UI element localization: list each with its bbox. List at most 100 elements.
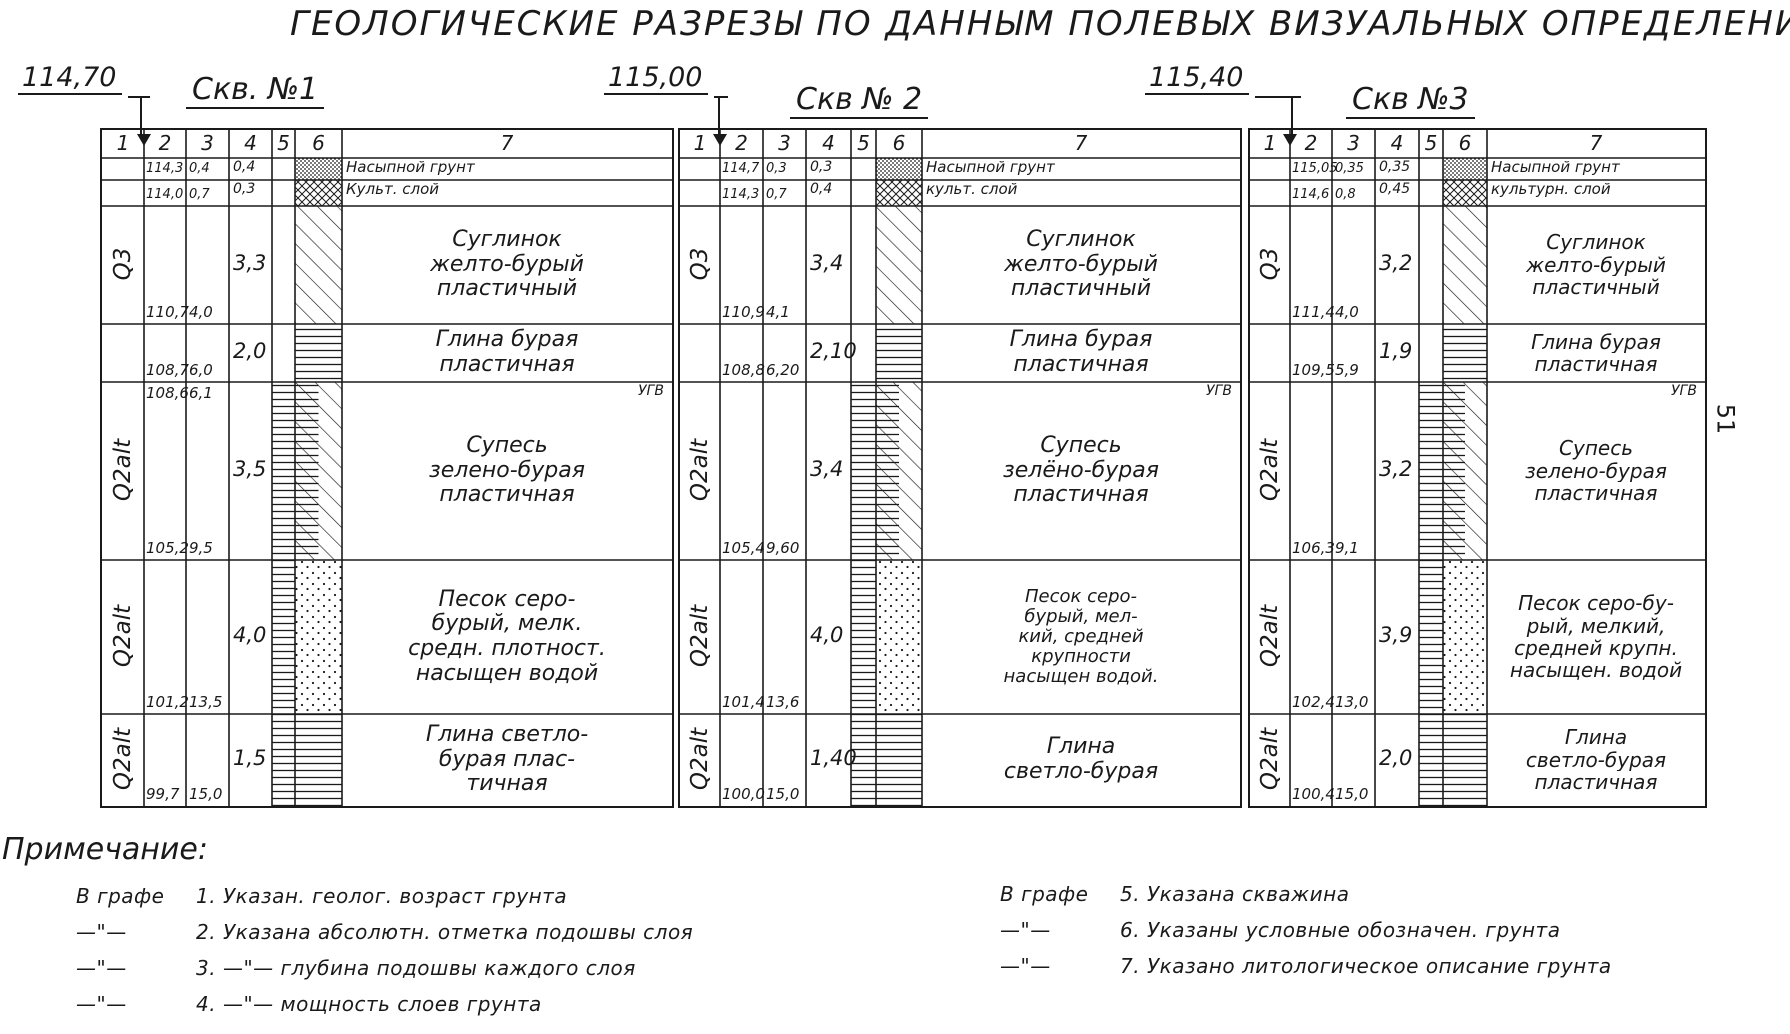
water-level-triangle-icon	[137, 134, 151, 146]
column-header: 1	[693, 131, 707, 155]
lithology-hatch	[295, 158, 342, 180]
column-header: 7	[1074, 131, 1088, 155]
lithology-description: Культ. слой	[346, 181, 668, 198]
wellhead-marker	[140, 96, 142, 138]
layer-thickness: 0,35	[1379, 159, 1411, 175]
column-header: 3	[201, 131, 214, 155]
description-line: Насыпной грунт	[926, 159, 1055, 176]
description-line: бурая плас-	[438, 747, 576, 772]
column-header: 3	[1347, 131, 1360, 155]
description-line: Песок серо-	[438, 587, 576, 612]
lithology-description: Песок серо-бурый, мелк.средн. плотност.н…	[346, 588, 668, 687]
description-line: пластичная	[1013, 483, 1149, 508]
geologic-age: Q3	[1257, 247, 1283, 281]
layer-bottom-depth: 4,0	[189, 303, 213, 321]
column-header: 5	[857, 131, 870, 155]
description-line: Глина бурая	[1009, 328, 1153, 353]
column-header: 4	[1390, 131, 1404, 155]
geologic-age: Q2alt	[687, 604, 713, 668]
geologic-age: Q2alt	[1257, 438, 1283, 502]
layer-thickness: 1,40	[810, 746, 857, 770]
layer-thickness: 2,0	[233, 339, 267, 363]
layer-bottom-depth: 4,1	[766, 303, 790, 321]
lithology-hatch	[1443, 714, 1487, 806]
borehole-grid	[102, 130, 672, 806]
layer-bottom-elevation: 105,4	[722, 539, 765, 557]
geologic-age: Q3	[110, 247, 136, 281]
geologic-age: Q2alt	[1257, 604, 1283, 668]
note-text: 6. Указаны условные обозначен. грунта	[1120, 918, 1561, 942]
description-line: пластичная	[1013, 352, 1149, 377]
layer-thickness: 0,3	[233, 181, 256, 197]
geologic-age: Q3	[687, 247, 713, 281]
layer-top-elevation: 108,6	[146, 384, 189, 402]
lithology-hatch	[876, 180, 922, 206]
well-elevation: 115,00	[604, 62, 709, 95]
geologic-age: Q2alt	[110, 727, 136, 791]
description-line: зелёно-бурая	[1003, 458, 1159, 483]
layer-bottom-depth: 13,6	[766, 693, 800, 711]
layer-thickness: 0,45	[1379, 181, 1411, 197]
layer-thickness: 3,9	[1379, 623, 1413, 647]
description-line: пластичная	[1534, 352, 1658, 376]
layer-bottom-depth: 0,3	[766, 161, 787, 176]
layer-bottom-depth: 4,0	[1335, 303, 1359, 321]
layer-bottom-elevation: 110,9	[722, 303, 765, 321]
description-line: средн. плотност.	[408, 636, 606, 661]
layer-bottom-elevation: 109,5	[1292, 361, 1335, 379]
lithology-hatch-mixed	[295, 382, 319, 560]
note-item: —"—7. Указано литологическое описание гр…	[1000, 954, 1612, 978]
layer-bottom-depth: 0,8	[1335, 187, 1356, 202]
lithology-hatch	[876, 206, 922, 324]
layer-bottom-elevation: 100,0	[722, 785, 765, 803]
note-text: 3. —"— глубина подошвы каждого слоя	[196, 956, 636, 980]
layer-bottom-elevation: 100,4	[1292, 785, 1335, 803]
layer-bottom-elevation: 114,3	[146, 161, 184, 176]
column-header: 1	[1263, 131, 1277, 155]
column-header: 7	[1589, 131, 1603, 155]
layer-bottom-elevation: 101,2	[146, 693, 189, 711]
description-line: Суглинок	[1026, 228, 1136, 253]
layer-thickness: 4,0	[233, 623, 267, 647]
layer-bottom-depth: 0,7	[766, 187, 787, 202]
description-line: рый, мелкий,	[1526, 614, 1666, 637]
layer-bottom-elevation: 108,7	[146, 361, 189, 379]
well-name: Скв № 2	[790, 82, 929, 119]
well-bore-hatch	[272, 382, 295, 806]
note-text: 5. Указана скважина	[1120, 882, 1350, 906]
geologic-age: Q2alt	[687, 438, 713, 502]
lithology-hatch	[1443, 158, 1487, 180]
description-line: желто-бурый	[1004, 252, 1158, 277]
description-line: бурый, мел-	[1024, 606, 1138, 627]
layer-bottom-depth: 6,0	[189, 361, 213, 379]
description-line: светло-бурая	[1003, 759, 1159, 784]
layer-thickness: 1,5	[233, 746, 267, 770]
column-header: 2	[735, 131, 748, 155]
description-line: насыщен водой.	[1003, 667, 1159, 688]
note-lead: В графе	[1000, 882, 1089, 906]
description-line: культ. слой	[926, 181, 1018, 198]
description-line: Глина бурая	[435, 328, 579, 353]
description-line: крупности	[1031, 647, 1131, 668]
column-header: 6	[1458, 131, 1472, 155]
description-line: культурн. слой	[1491, 181, 1611, 198]
layer-thickness: 2,0	[1379, 746, 1413, 770]
description-line: кий, средней	[1018, 626, 1144, 647]
layer-thickness: 3,3	[233, 251, 267, 275]
layer-bottom-elevation: 106,3	[1292, 539, 1335, 557]
elevation-leader	[714, 96, 728, 98]
description-line: насыщен. водой	[1509, 659, 1683, 682]
well-bore-hatch	[851, 382, 876, 806]
note-lead: В графе	[76, 884, 165, 908]
page-number: 51	[1711, 403, 1740, 435]
groundwater-level-label: УГВ	[1206, 383, 1232, 399]
layer-top-depth: 6,1	[189, 384, 213, 402]
notes-heading: Примечание:	[2, 832, 208, 867]
